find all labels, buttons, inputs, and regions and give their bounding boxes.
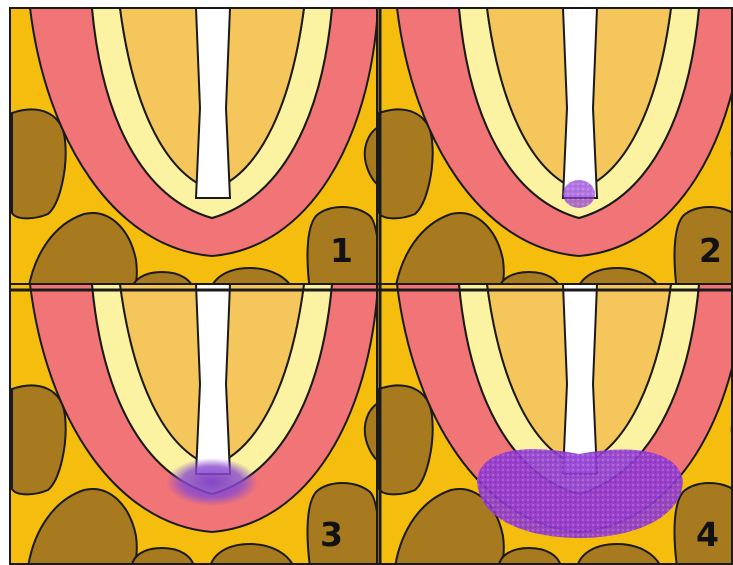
panel-4-number: 4 bbox=[696, 515, 719, 554]
panel-2-stain bbox=[563, 180, 595, 208]
panel-2-number: 2 bbox=[699, 231, 722, 270]
panel-1-art bbox=[10, 8, 380, 291]
panel-1: 1 bbox=[10, 8, 380, 291]
panel-2: 2 bbox=[377, 8, 733, 291]
panel-2-art bbox=[377, 8, 733, 291]
panel-4: 4 bbox=[377, 284, 733, 565]
panel-3-number: 3 bbox=[320, 515, 343, 554]
panel-1-number: 1 bbox=[330, 231, 353, 270]
panel-3-stain bbox=[166, 458, 258, 506]
panel-3: 3 bbox=[10, 284, 380, 565]
panel-4-art bbox=[377, 284, 733, 565]
